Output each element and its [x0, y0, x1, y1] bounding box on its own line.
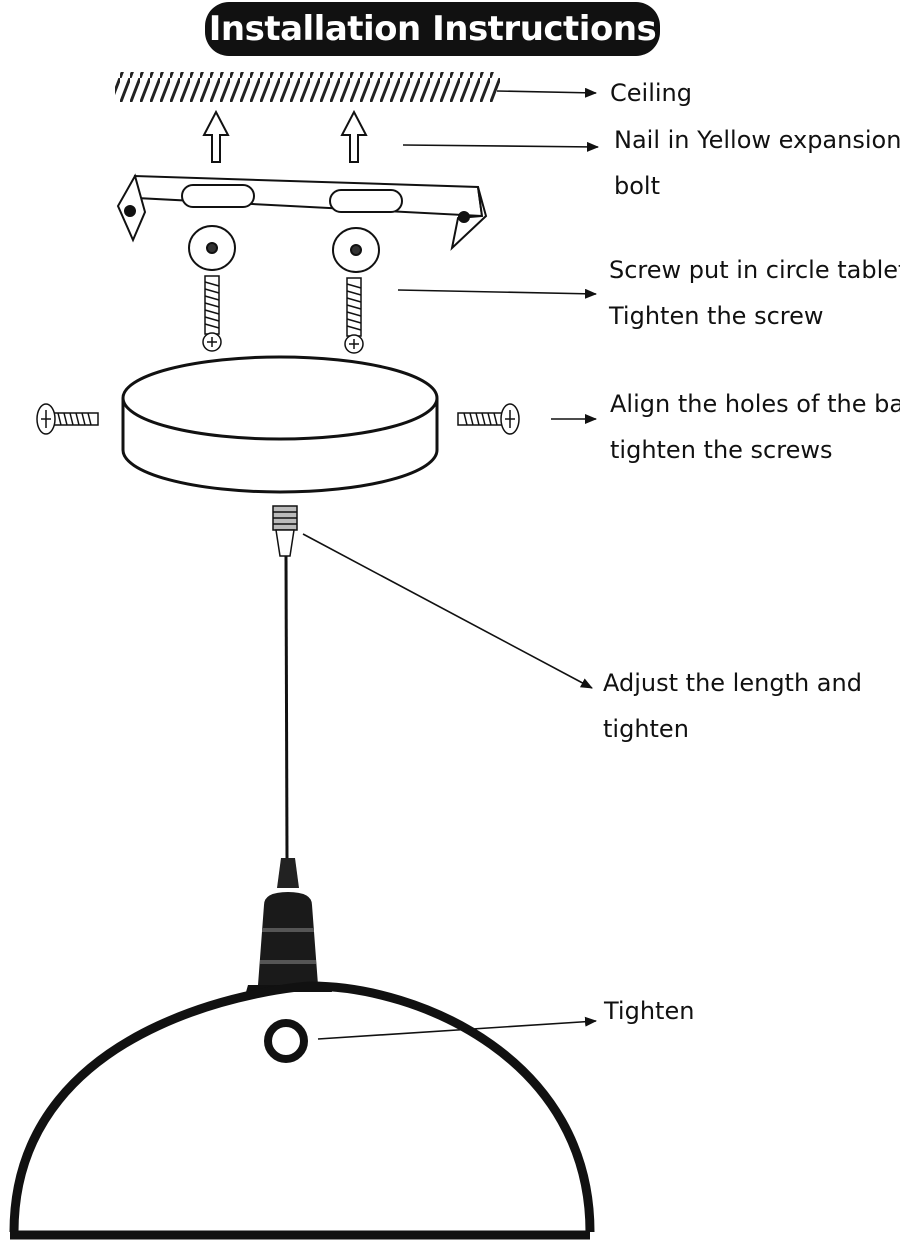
lampshade	[9, 981, 595, 1240]
side-screw-right-icon	[457, 403, 520, 435]
up-arrow-right-icon	[340, 109, 368, 163]
canopy	[121, 355, 439, 494]
pendant-cord	[284, 555, 289, 859]
cord-grip	[272, 505, 298, 557]
label-tighten: Tighten	[604, 997, 695, 1025]
arrow-nail	[402, 141, 599, 152]
label-nail: Nail in Yellow expansion bolt	[614, 126, 900, 200]
label-adjust: Adjust the length and tighten	[603, 669, 862, 743]
diagram-title: Installation Instructions	[205, 2, 660, 56]
shade-hole	[264, 1019, 308, 1063]
screw-left-icon	[202, 275, 222, 352]
label-screw: Screw put in circle tablet Tighten the s…	[609, 256, 900, 330]
mounting-bar	[116, 173, 488, 251]
label-align: Align the holes of the bar tighten the s…	[610, 390, 900, 464]
arrow-ceiling	[496, 87, 597, 98]
ceiling-hatch	[115, 72, 500, 102]
label-ceiling: Ceiling	[610, 79, 692, 107]
washer-left	[188, 225, 236, 271]
screw-right-icon	[344, 277, 364, 354]
up-arrow-left-icon	[202, 109, 230, 163]
side-screw-left-icon	[36, 403, 99, 435]
arrow-screw	[397, 288, 597, 299]
lamp-holder	[246, 858, 332, 992]
pointer-arrows	[302, 87, 599, 1040]
washer-right	[332, 227, 380, 273]
arrow-adjust	[302, 533, 593, 689]
arrow-tighten	[317, 1016, 597, 1040]
